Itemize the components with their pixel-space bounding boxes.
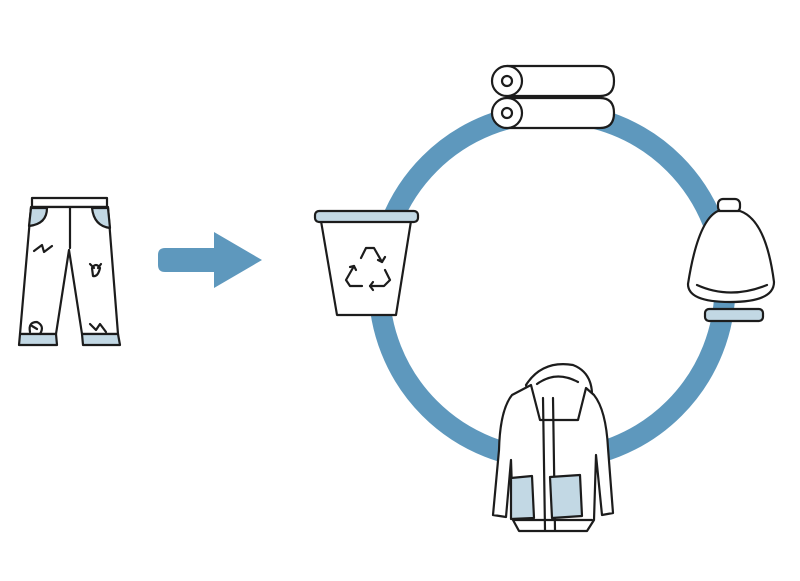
right-arrow-icon (158, 232, 262, 288)
hooded-jacket-icon (491, 363, 615, 533)
worn-jeans-icon (17, 196, 122, 347)
fabric-rolls-icon (490, 64, 616, 130)
recycle-bin-icon (313, 209, 420, 317)
yarn-cone-icon (686, 197, 776, 323)
